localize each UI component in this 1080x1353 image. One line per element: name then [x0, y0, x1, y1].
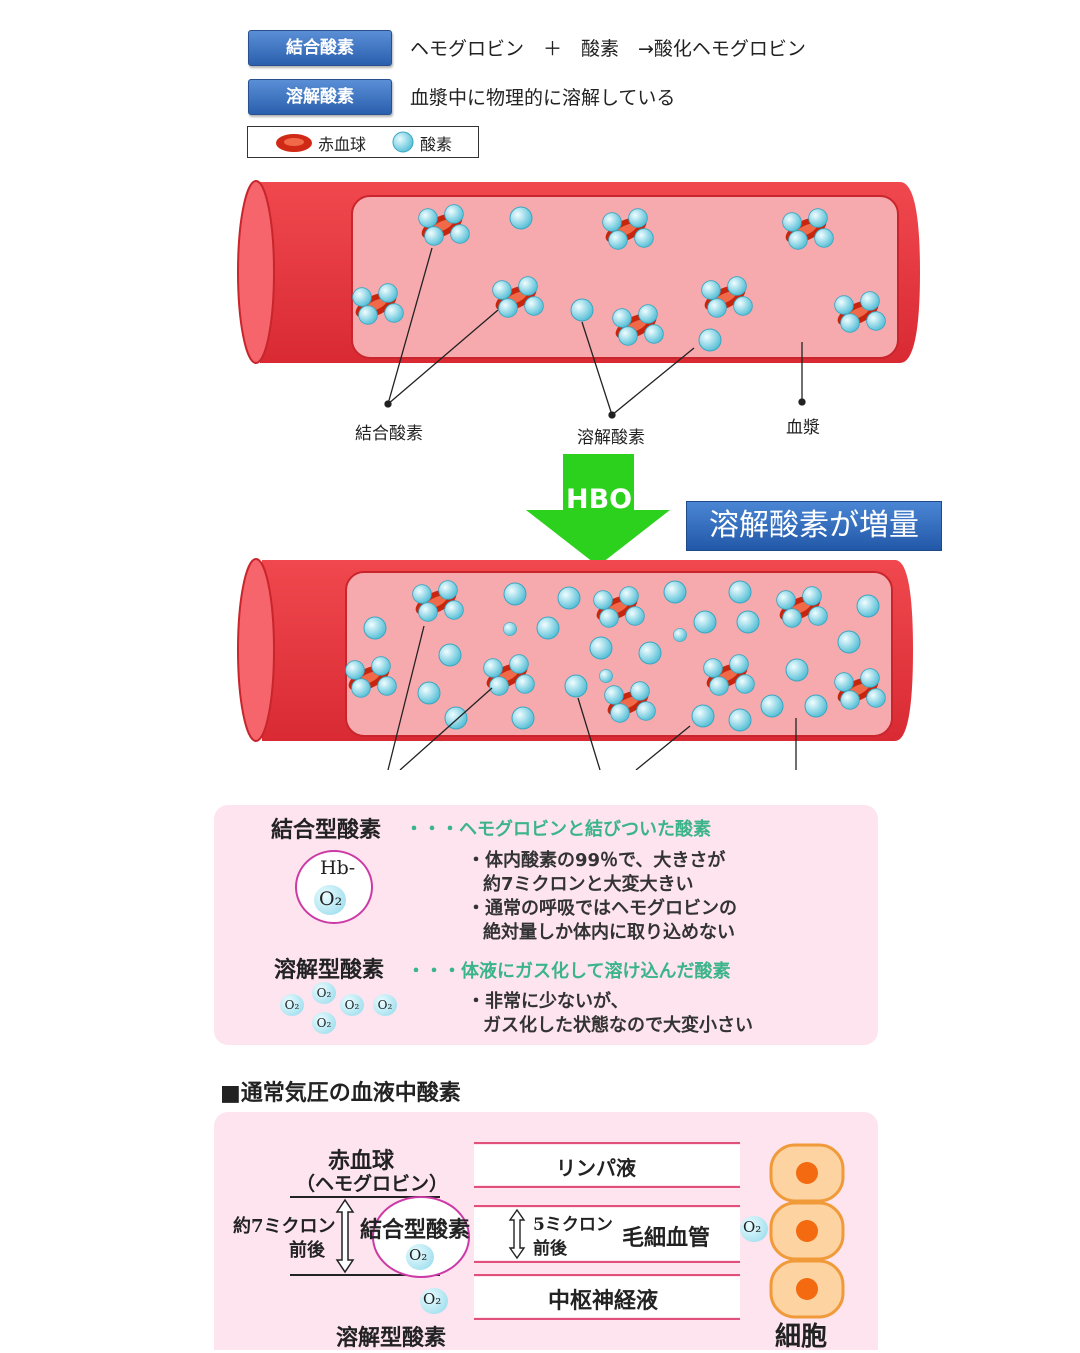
oxygen-types-panel — [214, 805, 878, 1045]
csf-box — [474, 1277, 740, 1317]
lymph-box — [474, 1145, 740, 1185]
rbc-bottom-line — [290, 1274, 440, 1276]
section-title: ■通常気圧の血液中酸素 — [220, 1080, 461, 1106]
csf-top-line — [474, 1274, 740, 1276]
lymph-bottom-line — [474, 1186, 740, 1188]
cell-label: 細胞 — [775, 1322, 828, 1352]
dissolved-bullet-line-1: ・非常に少ないが、 — [467, 991, 629, 1012]
red-blood-cell-icon — [276, 134, 312, 152]
dissolved-oxygen-tag: 溶解酸素 — [248, 79, 392, 115]
capillary-o2-label: O₂ — [743, 1218, 762, 1236]
blood-vessel-diagram — [237, 180, 920, 770]
capillary-o2-bubble-icon — [740, 1216, 768, 1242]
vessel-normal — [237, 180, 920, 419]
hbo-label: HBO — [566, 484, 633, 515]
lymph-top-line — [474, 1142, 740, 1144]
bound-type-title: 結合型酸素 — [271, 817, 382, 843]
size-left-line-2: 前後 — [289, 1240, 325, 1261]
rbc-subtitle: （ヘモグロビン） — [296, 1173, 449, 1195]
size-right-line-2: 前後 — [533, 1239, 567, 1259]
vessel-hbo — [237, 558, 913, 770]
label-bound-oxygen: 結合酸素 — [355, 424, 423, 444]
size-left-line-1: 約7ミクロン — [233, 1216, 336, 1237]
capillary-label: 毛細血管 — [622, 1225, 711, 1251]
bound-oxygen-tag: 結合酸素 — [248, 30, 392, 66]
hb-label: Hb- — [320, 857, 356, 879]
cell-stack-icon — [769, 1143, 845, 1319]
legend-rbc-label: 赤血球 — [318, 135, 367, 154]
dissolved-type-title: 溶解型酸素 — [274, 957, 385, 983]
bound-bullet-2-line-1: ・通常の呼吸ではヘモグロビンの — [467, 898, 737, 919]
rbc-top-line — [290, 1196, 440, 1198]
small-o2-bubble-icon: O₂ — [312, 982, 336, 1004]
small-o2-bubble-icon: O₂ — [280, 994, 304, 1016]
dissolved-type-subtitle: ・・・体液にガス化して溶け込んだ酸素 — [407, 961, 731, 982]
bound-bullet-1-line-1: ・体内酸素の99％で、大きさが — [467, 850, 726, 871]
dissolved-o2-bubble-icon — [420, 1288, 448, 1314]
bound-o2-label: O₂ — [409, 1246, 428, 1264]
size-arrow-right-icon — [508, 1208, 526, 1260]
capillary-bottom-line — [474, 1261, 740, 1263]
small-o2-bubble-icon: O₂ — [340, 994, 364, 1016]
size-arrow-left-icon — [335, 1198, 355, 1274]
dissolved-oxygen-description: 血漿中に物理的に溶解している — [410, 87, 676, 109]
bound-bullet-1-line-2: 約7ミクロンと大変大きい — [483, 874, 694, 895]
bound-oxygen-description: ヘモグロビン ＋ 酸素 →酸化ヘモグロビン — [410, 38, 806, 60]
legend-o2-label: 酸素 — [420, 135, 453, 154]
lymph-label: リンパ液 — [556, 1156, 636, 1180]
bound-oxygen-label: 結合型酸素 — [360, 1217, 471, 1243]
capillary-top-line — [474, 1205, 740, 1207]
oxygen-icon — [392, 131, 414, 153]
bound-bullet-2-line-2: 絶対量しか体内に取り込めない — [483, 922, 735, 943]
small-o2-bubble-icon: O₂ — [373, 994, 397, 1016]
dissolved-o2-label: O₂ — [423, 1290, 442, 1308]
csf-bottom-line — [474, 1318, 740, 1320]
bound-type-subtitle: ・・・ヘモグロビンと結びついた酸素 — [405, 819, 711, 840]
csf-label: 中枢神経液 — [548, 1288, 659, 1314]
label-plasma: 血漿 — [786, 418, 820, 438]
legend-box: 赤血球 酸素 — [247, 126, 479, 158]
dissolved-bullet-line-2: ガス化した状態なので大変小さい — [483, 1015, 753, 1036]
hbo-arrow-icon — [526, 454, 670, 566]
dissolved-type-label: 溶解型酸素 — [336, 1325, 447, 1351]
rbc-title: 赤血球 — [328, 1148, 395, 1174]
size-right-line-1: 5ミクロン — [533, 1215, 613, 1235]
hb-o2-label: O₂ — [319, 888, 343, 910]
dissolved-increase-callout: 溶解酸素が増量 — [686, 501, 942, 551]
label-dissolved-oxygen: 溶解酸素 — [577, 428, 645, 448]
small-o2-bubble-icon: O₂ — [312, 1012, 336, 1034]
bound-o2-bubble-icon — [406, 1244, 434, 1270]
hb-o2-bubble-icon — [314, 885, 346, 915]
